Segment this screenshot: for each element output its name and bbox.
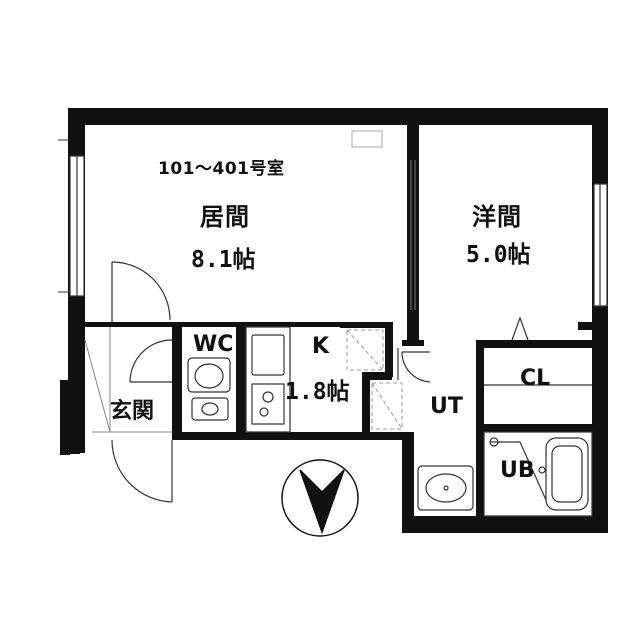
unit-bath	[483, 431, 593, 517]
entrance-door-swing	[111, 439, 173, 503]
living-door-swing	[111, 261, 171, 322]
washbasin	[417, 465, 474, 511]
ceiling-hatch	[351, 130, 383, 148]
unit-range-label: 101～401号室	[158, 159, 285, 179]
window-right	[593, 183, 608, 307]
closet-name: CL	[520, 366, 551, 391]
bath-name: UB	[500, 458, 535, 483]
north-arrow-icon	[281, 459, 359, 537]
sliding-door	[410, 160, 416, 310]
kitchen-area: 1.8帖	[285, 379, 350, 405]
stair-hatch	[346, 329, 403, 430]
interior-walls	[85, 125, 596, 516]
genkan-step	[84, 327, 172, 433]
entrance-name: 玄関	[110, 399, 155, 424]
wc-door-swing	[129, 339, 173, 383]
ut-door	[397, 348, 431, 383]
western-room-area: 5.0帖	[466, 242, 531, 268]
utility-name: UT	[430, 394, 463, 419]
closet	[484, 316, 592, 386]
living-room-area: 8.1帖	[191, 247, 256, 273]
toilet-fixture	[187, 357, 231, 421]
toilet-name: WC	[193, 332, 234, 357]
living-room-name: 居間	[200, 203, 250, 231]
window-left-ticks	[58, 139, 70, 293]
western-room-name: 洋間	[472, 203, 522, 231]
kitchen-name: K	[312, 334, 330, 359]
kitchen-counter	[245, 326, 291, 433]
window-left	[69, 155, 85, 297]
